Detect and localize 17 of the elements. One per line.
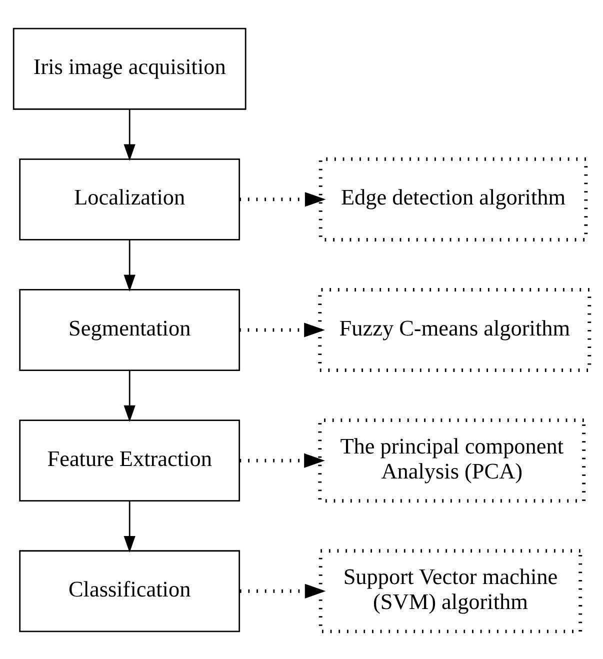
node-box: Edge detection algorithm: [318, 156, 588, 241]
node-box: Segmentation: [19, 288, 240, 370]
node-box: Classification: [19, 550, 240, 632]
arrow: [240, 583, 326, 598]
node-box: The principal component Analysis (PCA): [318, 418, 586, 502]
arrow: [124, 370, 136, 422]
node-box: Iris image acquisition: [12, 27, 246, 110]
arrow: [124, 108, 136, 160]
arrow: [124, 239, 136, 291]
arrow: [239, 322, 325, 337]
arrow: [240, 452, 325, 468]
arrow: [240, 192, 326, 206]
node-box: Feature Extraction: [19, 419, 240, 502]
node-box: Fuzzy C-means algorithm: [318, 287, 592, 372]
node-box: Support Vector machine (SVM) algorithm: [318, 548, 582, 633]
arrow: [124, 500, 136, 552]
node-box: Localization: [19, 158, 240, 240]
